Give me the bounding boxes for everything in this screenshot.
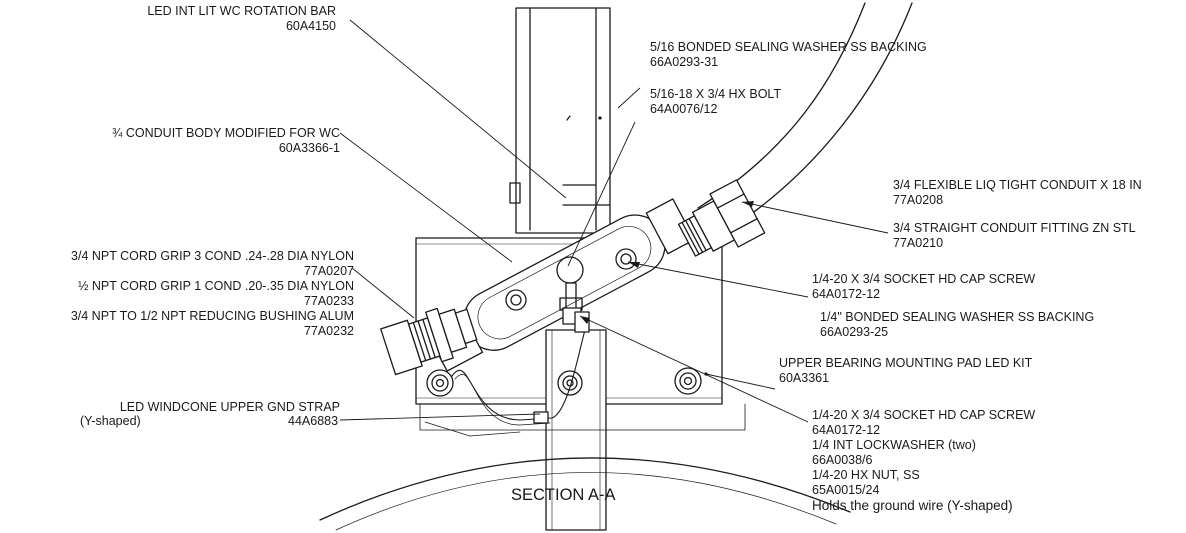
callout-flexible-conduit: 3/4 FLEXIBLE LIQ TIGHT CONDUIT X 18 IN 7… (893, 178, 1142, 208)
callout-name: 1/4" BONDED SEALING WASHER SS BACKING (820, 310, 1095, 324)
leader-cord-grip (351, 267, 415, 319)
callout-sealing-washer-14: 1/4" BONDED SEALING WASHER SS BACKING 66… (820, 310, 1094, 340)
callout-sealing-washer-516: 5/16 BONDED SEALING WASHER SS BACKING 66… (650, 40, 927, 70)
base-arc (319, 457, 851, 521)
leader-mounting-pad (705, 373, 776, 390)
cord-grip-assembly (380, 307, 478, 376)
callout-socket-screw-upper: 1/4-20 X 3/4 SOCKET HD CAP SCREW 64A0172… (812, 272, 1035, 302)
flexible-conduit-outline (721, 2, 913, 235)
leader-hex-bolt (567, 121, 636, 267)
callout-part: 60A4150 (285, 19, 336, 33)
callout-part: 77A0232 (303, 324, 354, 338)
callout-name: LED WINDCONE UPPER GND STRAP (119, 400, 340, 414)
callout-name: 5/16-18 X 3/4 HX BOLT (650, 87, 782, 101)
callout-gnd-strap-part: 44A6883 (288, 414, 339, 428)
callout-name: 5/16 BONDED SEALING WASHER SS BACKING (650, 40, 927, 54)
callout-name: 3/4 FLEXIBLE LIQ TIGHT CONDUIT X 18 IN (893, 178, 1142, 192)
leader-lower-stack (579, 315, 809, 423)
callout-conduit-body: ¾ CONDUIT BODY MODIFIED FOR WC 60A3366-1 (112, 126, 340, 156)
ground-strap (451, 329, 586, 421)
callout-part: 65A0015/24 (812, 483, 880, 497)
leader-rotation-bar (349, 19, 567, 199)
callout-mounting-pad: UPPER BEARING MOUNTING PAD LED KIT 60A33… (779, 356, 1032, 386)
callout-cord-grips: 3/4 NPT CORD GRIP 3 COND .24-.28 DIA NYL… (71, 249, 354, 339)
callout-part: 66A0293-25 (820, 325, 889, 339)
callout-name: 1/4-20 HX NUT, SS (812, 468, 920, 482)
callout-name: UPPER BEARING MOUNTING PAD LED KIT (779, 356, 1033, 370)
callout-part: 60A3361 (779, 371, 830, 385)
callout-name: 3/4 STRAIGHT CONDUIT FITTING ZN STL (893, 221, 1136, 235)
leader-socket-screw-upper (627, 261, 809, 298)
leader-conduit-body (339, 132, 513, 263)
lower-left-bolt (426, 369, 454, 397)
callout-name: 1/4-20 X 3/4 SOCKET HD CAP SCREW (812, 272, 1036, 286)
callout-name: ½ NPT CORD GRIP 1 COND .20-.35 DIA NYLON (77, 279, 354, 293)
callout-part: 60A3366-1 (278, 141, 340, 155)
conduit-body-screw-left (505, 289, 527, 311)
lower-right-bolt (674, 367, 702, 395)
callout-name: LED INT LIT WC ROTATION BAR (147, 4, 336, 18)
callout-part: 77A0207 (303, 264, 354, 278)
conduit-body-screw-right (615, 248, 637, 270)
callout-name: 1/4-20 X 3/4 SOCKET HD CAP SCREW (812, 408, 1036, 422)
callout-name: 3/4 NPT TO 1/2 NPT REDUCING BUSHING ALUM (70, 309, 354, 323)
callout-hex-bolt-516: 5/16-18 X 3/4 HX BOLT 64A0076/12 (650, 87, 781, 117)
callout-part: 64A0172-12 (812, 287, 881, 301)
callout-gnd-strap: LED WINDCONE UPPER GND STRAP (120, 400, 340, 415)
leader-sealing-washer-516 (617, 87, 641, 109)
callout-name: 3/4 NPT CORD GRIP 3 COND .24-.28 DIA NYL… (71, 249, 354, 263)
rotation-bar-upright (509, 7, 611, 234)
callout-name: ¾ CONDUIT BODY MODIFIED FOR WC (111, 126, 340, 140)
callout-note: Holds the ground wire (Y-shaped) (812, 498, 1013, 513)
callout-part: 64A0076/12 (650, 102, 718, 116)
callout-part: 64A0172-12 (812, 423, 881, 437)
base-arc (335, 472, 837, 531)
callout-gnd-strap-qualifier: (Y-shaped) (80, 414, 141, 428)
callout-rotation-bar: LED INT LIT WC ROTATION BAR 60A4150 (147, 4, 336, 34)
leader-straight-fitting (741, 201, 889, 234)
callout-name: 1/4 INT LOCKWASHER (two) (812, 438, 976, 452)
callout-lower-stack: 1/4-20 X 3/4 SOCKET HD CAP SCREW 64A0172… (812, 408, 1035, 513)
callout-part: 66A0293-31 (650, 55, 719, 69)
callout-part: 66A0038/6 (812, 453, 873, 467)
lower-center-bolt (557, 370, 583, 396)
callout-part: 77A0210 (893, 236, 944, 250)
callout-straight-fitting: 3/4 STRAIGHT CONDUIT FITTING ZN STL 77A0… (893, 221, 1136, 251)
section-title: SECTION A-A (511, 486, 616, 504)
leader-gnd-strap (339, 413, 541, 421)
callout-part: 77A0233 (303, 294, 354, 308)
callout-part: 77A0208 (893, 193, 944, 207)
straight-conduit-fitting (677, 179, 766, 257)
